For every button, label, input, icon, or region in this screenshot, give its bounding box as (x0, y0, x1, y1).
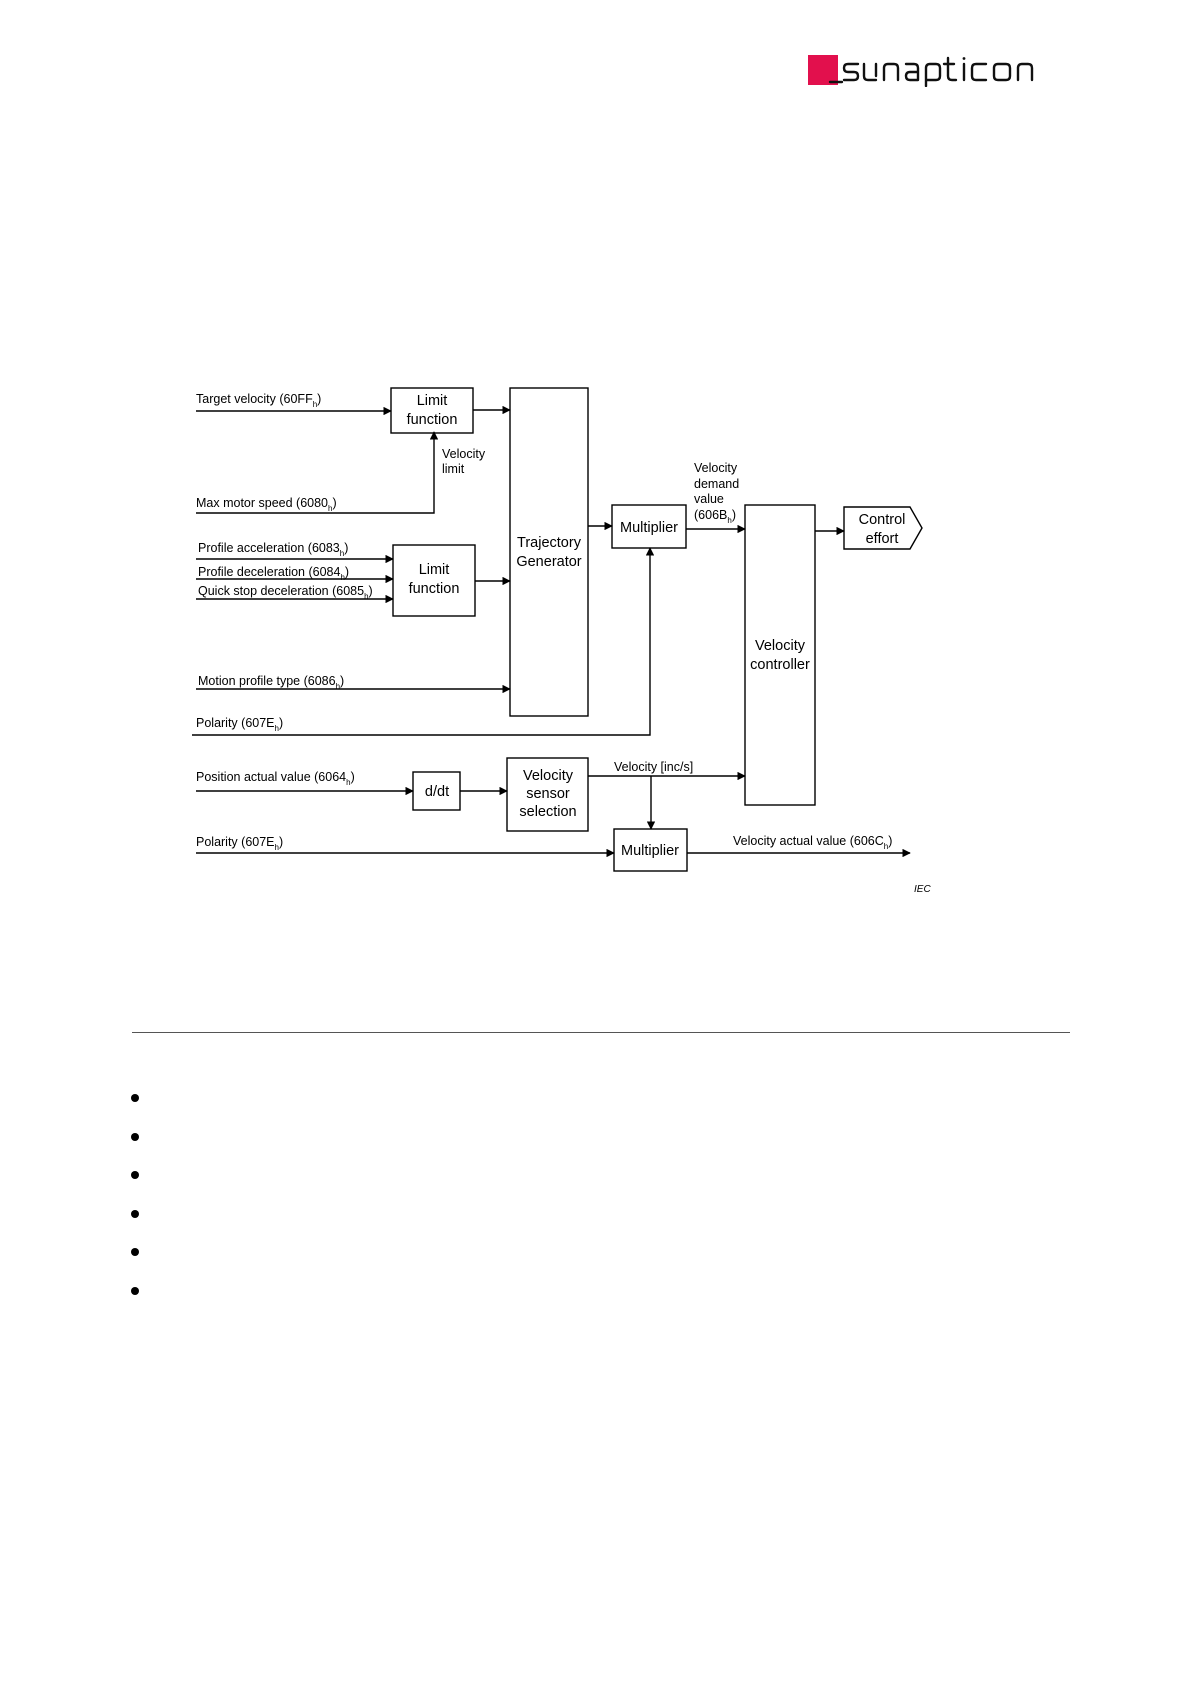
quick-stop-deceleration-label: Quick stop deceleration (6085h) (198, 584, 373, 601)
multiplier-1-text: Multiplier (620, 520, 678, 536)
multiplier-block-1 (611, 504, 687, 549)
multiplier-block-2 (613, 828, 688, 872)
max-motor-speed-line (196, 431, 439, 514)
logo-square (808, 55, 838, 85)
position-actual-value-label: Position actual value (6064h) (196, 770, 355, 787)
max-motor-speed-label: Max motor speed (6080h) (196, 496, 337, 513)
limit-function-block-2 (392, 544, 476, 617)
bullet-list (131, 1094, 139, 1325)
motion-profile-type-label: Motion profile type (6086h) (198, 674, 344, 691)
polarity-top-label: Polarity (607Eh) (196, 716, 283, 733)
profile-acceleration-label: Profile acceleration (6083h) (198, 541, 348, 558)
bullet-point (131, 1171, 139, 1179)
bullet-point (131, 1209, 139, 1218)
bullet-point (131, 1094, 139, 1102)
section-divider (132, 1032, 1070, 1033)
velocity-inc-s-label: Velocity [inc/s] (614, 760, 693, 774)
polarity-bottom-label: Polarity (607Eh) (196, 835, 283, 852)
velocity-sensor-selection-block (506, 757, 589, 832)
trajectory-generator-block (509, 387, 589, 717)
velocity-demand-object-label: (606Bh) (694, 508, 736, 525)
synapticon-logo: synapticon (808, 55, 1034, 87)
control-effort-block (843, 506, 923, 550)
ddt-block (412, 771, 461, 811)
bullet-point (131, 1286, 139, 1295)
limit-function-block-1 (390, 387, 474, 434)
multiplier-2-text: Multiplier (621, 843, 679, 859)
polarity-top-line (192, 547, 655, 736)
profile-deceleration-label: Profile deceleration (6084h) (198, 565, 349, 582)
target-velocity-label: Target velocity (60FFh) (196, 392, 321, 409)
velocity-controller-block (744, 504, 816, 806)
ddt-text: d/dt (425, 784, 449, 800)
velocity-actual-value-label: Velocity actual value (606Ch) (733, 834, 892, 851)
bullet-point (131, 1132, 139, 1141)
iec-source-mark: IEC (914, 884, 931, 895)
bullet-point (131, 1248, 139, 1256)
